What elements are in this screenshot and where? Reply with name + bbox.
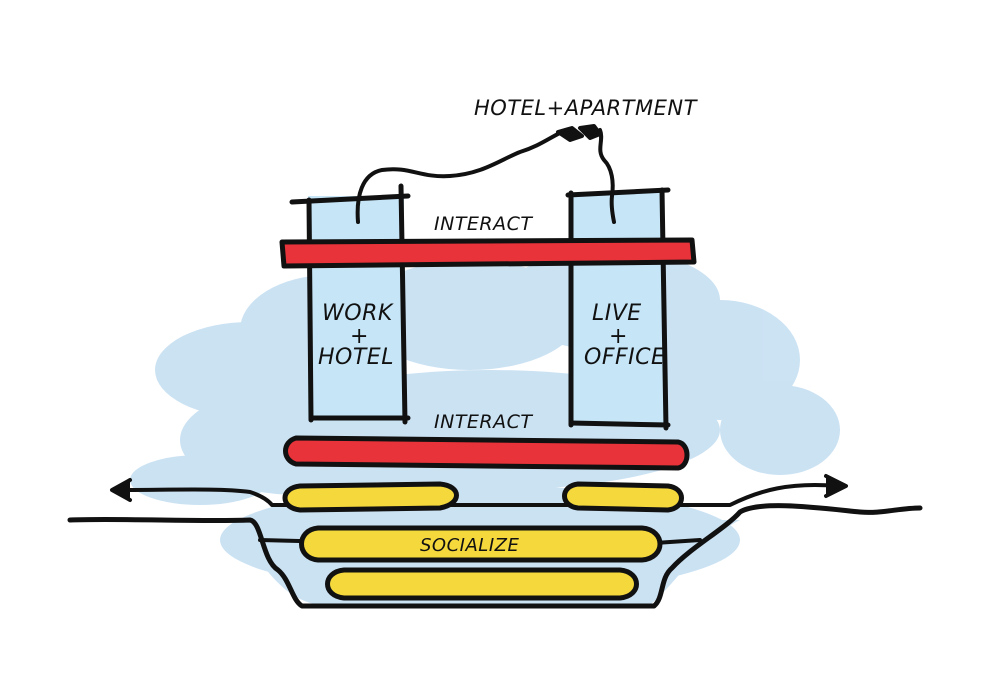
label-hotel-apartment: HOTEL+APARTMENT — [474, 96, 699, 120]
ground-line — [67, 503, 923, 609]
label-socialize: SOCIALIZE — [420, 535, 519, 556]
socialize-pill-bottom — [325, 567, 639, 601]
socialize-pill-middle — [299, 525, 663, 563]
right-tower-line-3: OFFICE — [584, 345, 665, 370]
left-tower-line-1: WORK — [322, 301, 394, 326]
right-tower-line-2: + — [609, 324, 628, 349]
label-interact-upper: INTERACT — [434, 213, 533, 235]
left-tower-line-2: + — [350, 324, 369, 349]
socialize-pills — [282, 481, 684, 601]
right-tower-outline — [565, 187, 671, 431]
interact-upper-band — [279, 237, 697, 269]
socialize-pill-upper-right — [562, 481, 684, 513]
socialize-pill-upper-left — [282, 481, 459, 513]
right-tower-fill — [572, 193, 664, 423]
left-tower-label: WORK + HOTEL — [318, 301, 394, 370]
right-tower-label: LIVE + OFFICE — [584, 301, 665, 370]
left-tower-line-3: HOTEL — [318, 345, 394, 370]
top-flow-arrow — [110, 474, 848, 507]
hotel-apartment-leader — [355, 124, 616, 224]
left-tower-fill — [308, 196, 404, 418]
label-interact-lower: INTERACT — [434, 411, 533, 433]
right-tower-line-1: LIVE — [592, 301, 642, 326]
left-tower-outline — [289, 183, 411, 425]
interact-lower-band — [283, 435, 690, 471]
